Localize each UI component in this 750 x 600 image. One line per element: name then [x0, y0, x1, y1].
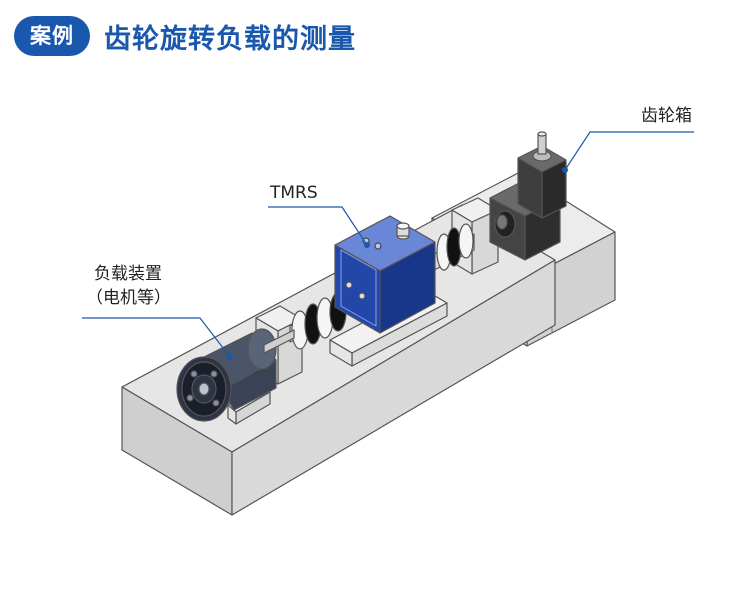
callout-load-label: 负载装置 （电机等）: [86, 262, 171, 310]
case-badge: 案例: [14, 16, 90, 56]
tmrs-sensor: [334, 215, 436, 334]
gearbox: [489, 131, 567, 261]
sensor-callout-line: [268, 206, 368, 246]
callout-sensor-label: TMRS: [270, 183, 318, 203]
motor-load-device: [176, 328, 295, 425]
load-callout-line: [82, 317, 231, 358]
header: 案例 齿轮旋转负载的测量: [14, 16, 356, 56]
callout-lines: [82, 131, 694, 360]
gearbox-callout-line: [564, 131, 694, 171]
page-title: 齿轮旋转负载的测量: [104, 23, 356, 55]
callout-load-line2: （电机等）: [86, 288, 171, 308]
callout-gearbox-label: 齿轮箱: [641, 106, 692, 126]
callout-load-line1: 负载装置: [94, 264, 162, 284]
right-coupling: [429, 223, 475, 273]
